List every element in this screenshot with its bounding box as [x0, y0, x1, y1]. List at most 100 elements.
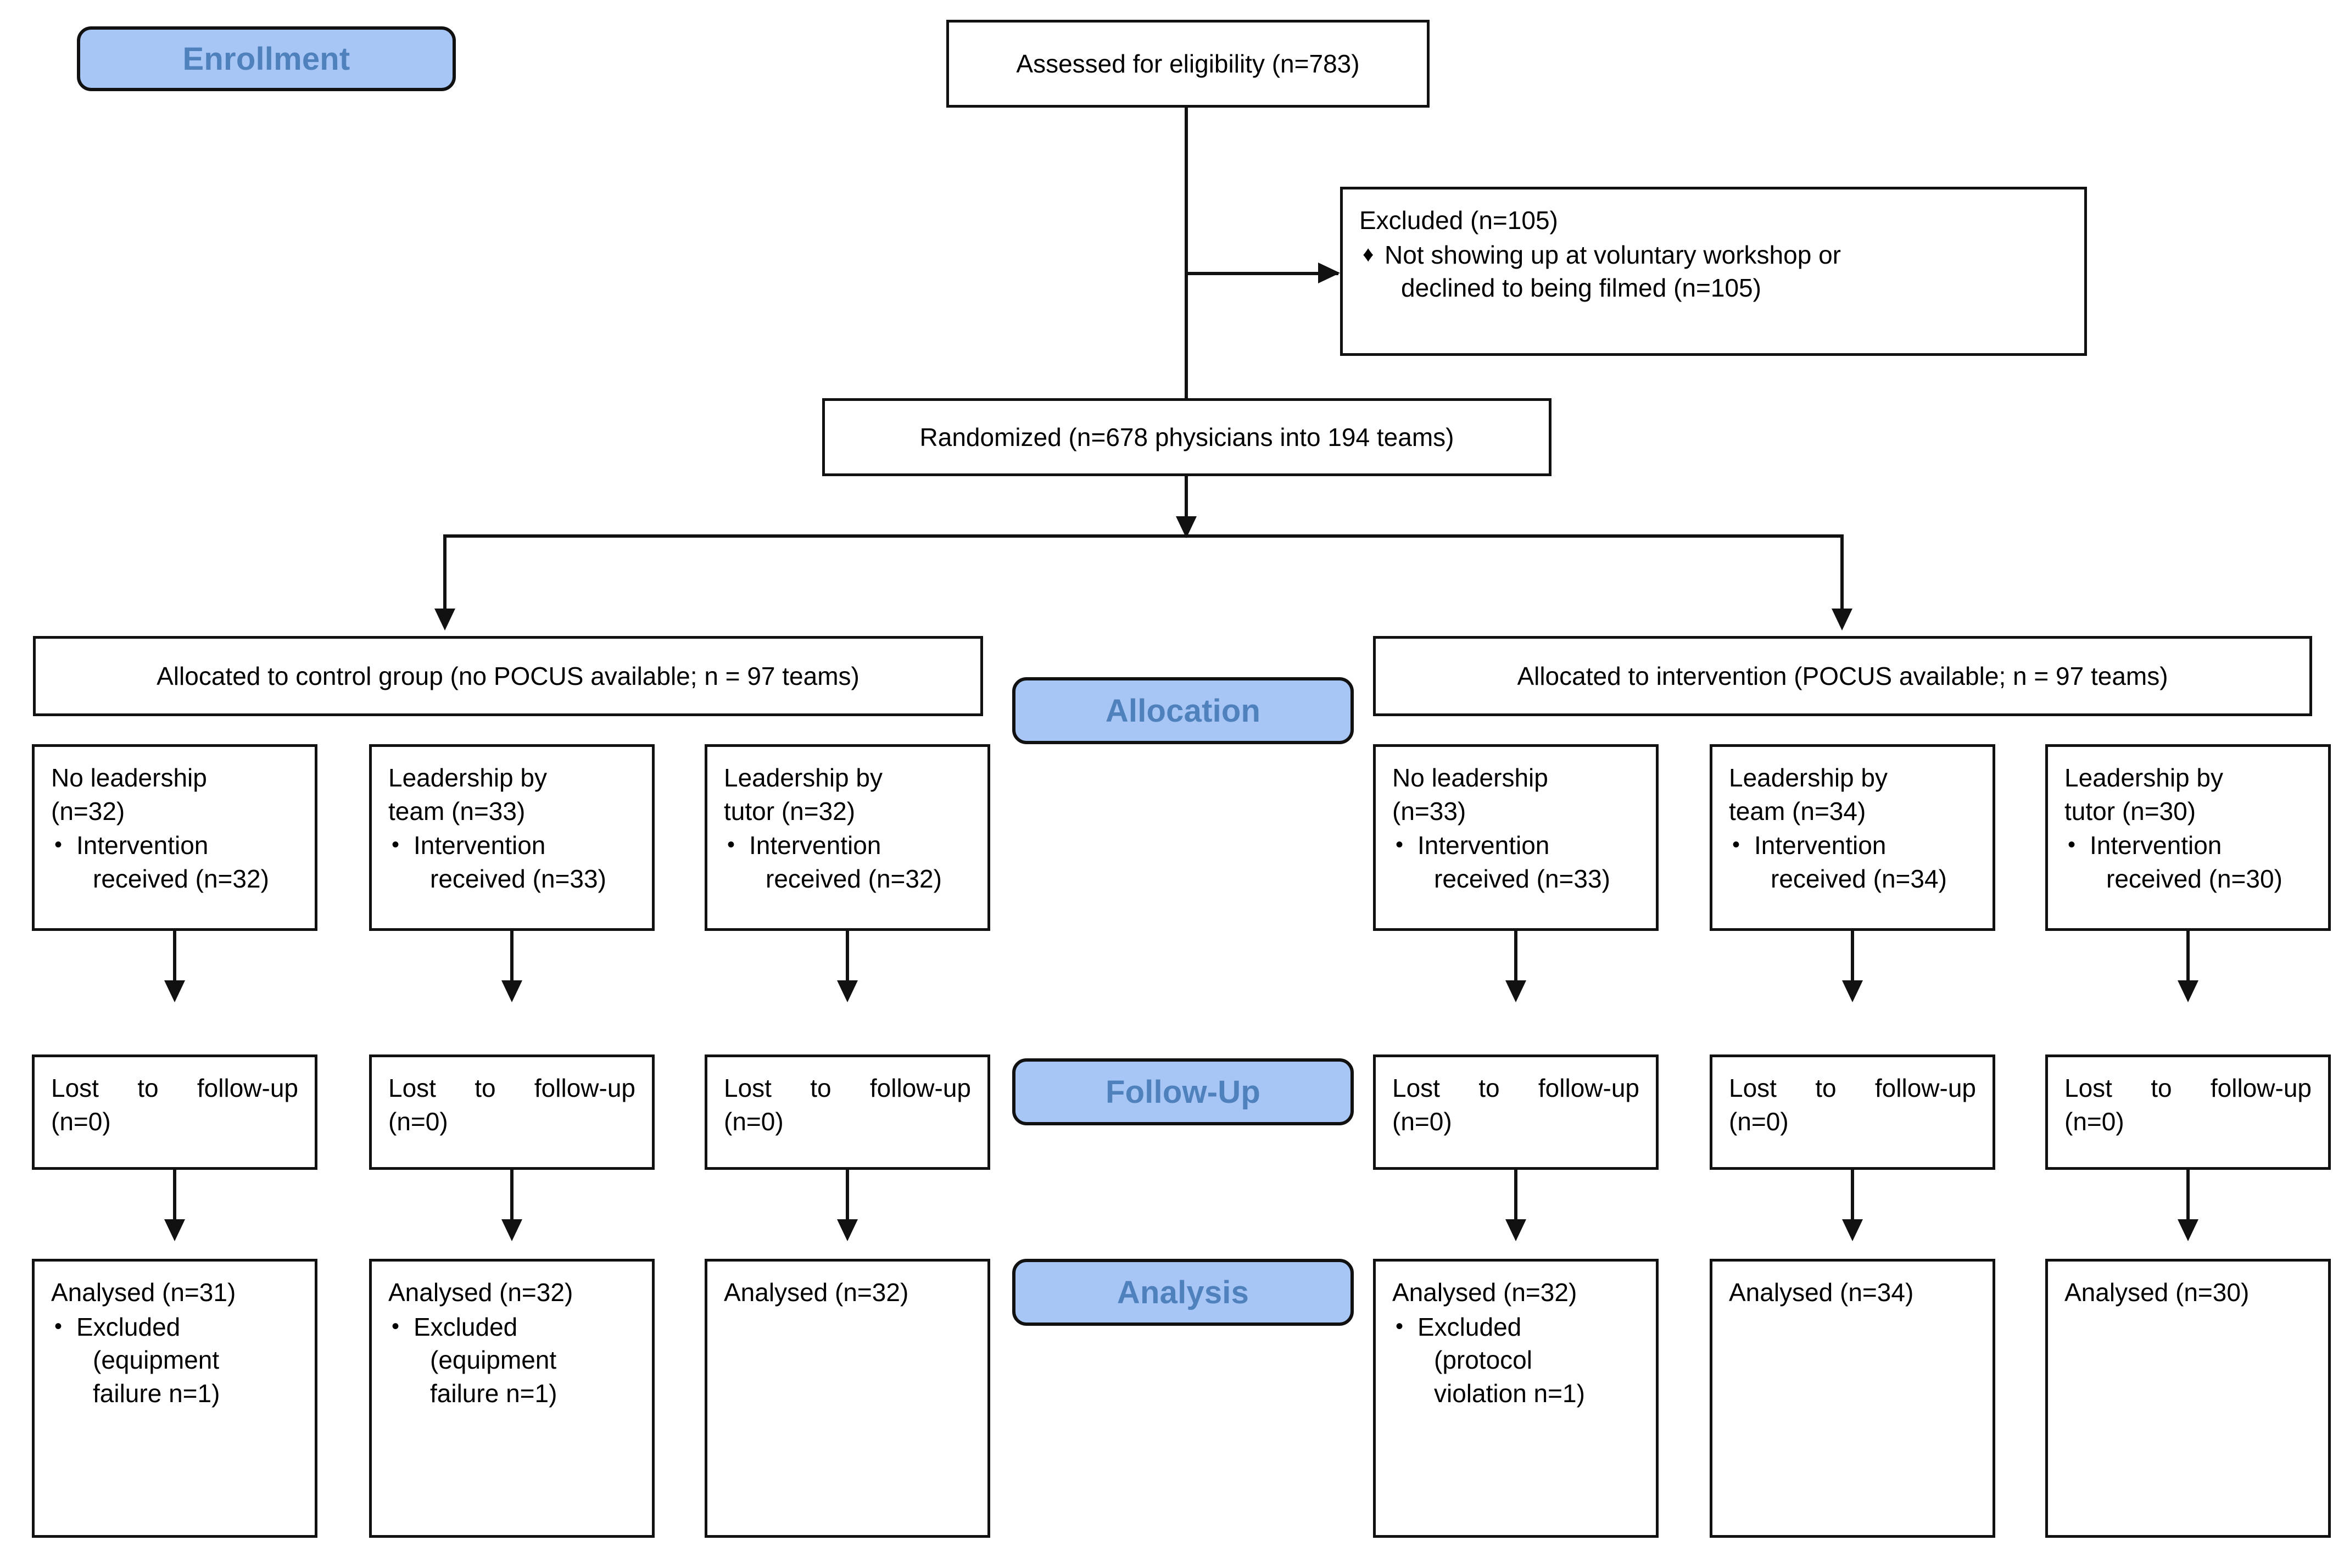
- randomized-box: Randomized (n=678 physicians into 194 te…: [822, 398, 1551, 476]
- arm-received-item: • Intervention received (n=32): [51, 829, 298, 895]
- round-bullet-icon: •: [1732, 833, 1740, 857]
- arm-box-allocation: Leadership by tutor (n=32) • Interventio…: [705, 744, 990, 931]
- analysed-text: Analysed (n=34): [1729, 1278, 1914, 1307]
- arm-box-allocation: Leadership by team (n=33) • Intervention…: [369, 744, 655, 931]
- analysis-excluded-line-1: Excluded: [76, 1312, 181, 1341]
- stage-pill-enrollment: Enrollment: [77, 26, 456, 91]
- analysis-excluded-line-3: failure n=1): [93, 1379, 220, 1408]
- arm-box-analysis: Analysed (n=30): [2045, 1259, 2331, 1538]
- arm-title-line-2: tutor (n=30): [2064, 796, 2196, 825]
- arm-received-line-1: Intervention: [749, 831, 881, 860]
- analysis-excluded-item: • Excluded (equipment failure n=1): [51, 1310, 298, 1410]
- arrow-followup-to-analysis: [837, 1219, 858, 1241]
- lost-to-followup-value: (n=0): [388, 1107, 448, 1136]
- analysed-text: Analysed (n=31): [51, 1278, 236, 1307]
- stage-pill-followup-label: Follow-Up: [1105, 1074, 1261, 1110]
- analysis-excluded-line-3: violation n=1): [1434, 1379, 1585, 1408]
- round-bullet-icon: •: [1396, 833, 1404, 857]
- arm-received-line-2: received (n=30): [2106, 864, 2282, 894]
- allocated-control-text: Allocated to control group (no POCUS ava…: [157, 661, 860, 690]
- connector-followup-to-analysis: [846, 1170, 849, 1236]
- arm-received-line-1: Intervention: [1754, 831, 1887, 860]
- arm-title-line-1: Leadership by: [724, 763, 883, 792]
- lost-to-followup-label: Lost to follow-up: [51, 1074, 298, 1102]
- arm-title-line-1: Leadership by: [1729, 763, 1888, 792]
- analysis-excluded-list: • Excluded (equipment failure n=1): [51, 1310, 298, 1410]
- arm-title-line-2: (n=33): [1392, 796, 1466, 825]
- connector-arm-to-followup: [1514, 931, 1517, 997]
- arm-box-analysis: Analysed (n=32) • Excluded (equipment fa…: [369, 1259, 655, 1538]
- arm-box-followup: Lost to follow-up (n=0): [1373, 1054, 1659, 1170]
- lost-to-followup-label: Lost to follow-up: [1729, 1074, 1976, 1102]
- connector-assessed-to-randomized: [1185, 108, 1188, 415]
- connector-split-right: [1840, 534, 1844, 625]
- arrow-followup-to-analysis: [501, 1219, 522, 1241]
- arm-received-list: • Intervention received (n=33): [388, 829, 635, 895]
- lost-to-followup-label: Lost to follow-up: [1392, 1074, 1639, 1102]
- arm-received-line-2: received (n=32): [93, 864, 269, 894]
- excluded-reason-line-1: Not showing up at voluntary workshop or: [1385, 240, 1841, 269]
- randomized-text: Randomized (n=678 physicians into 194 te…: [919, 422, 1454, 451]
- stage-pill-allocation-label: Allocation: [1105, 693, 1261, 729]
- connector-arm-to-followup: [173, 931, 176, 997]
- arrow-arm-to-followup: [1505, 980, 1526, 1002]
- connector-randomized-down: [1185, 476, 1188, 534]
- arm-box-analysis: Analysed (n=32) • Excluded (protocol vio…: [1373, 1259, 1659, 1538]
- lost-to-followup-label: Lost to follow-up: [724, 1074, 971, 1102]
- arrow-arm-to-followup: [2178, 980, 2198, 1002]
- arm-title-line-2: tutor (n=32): [724, 796, 856, 825]
- arm-received-line-1: Intervention: [414, 831, 546, 860]
- arm-received-list: • Intervention received (n=30): [2064, 829, 2312, 895]
- arrow-followup-to-analysis: [1842, 1219, 1863, 1241]
- lost-to-followup-value: (n=0): [2064, 1107, 2124, 1136]
- excluded-title: Excluded (n=105): [1359, 206, 1558, 235]
- allocated-intervention-box: Allocated to intervention (POCUS availab…: [1373, 636, 2312, 716]
- connector-arm-to-followup: [846, 931, 849, 997]
- stage-pill-enrollment-label: Enrollment: [182, 41, 350, 77]
- diamond-bullet-icon: ♦: [1363, 242, 1374, 266]
- arm-title-line-2: team (n=33): [388, 796, 526, 825]
- round-bullet-icon: •: [392, 1314, 400, 1338]
- assessed-for-eligibility-text: Assessed for eligibility (n=783): [1016, 49, 1360, 78]
- arm-title-line-1: No leadership: [1392, 763, 1548, 792]
- analysis-excluded-item: • Excluded (protocol violation n=1): [1392, 1310, 1639, 1410]
- round-bullet-icon: •: [727, 833, 735, 857]
- excluded-reason-line-2: declined to being filmed (n=105): [1401, 274, 1761, 303]
- arm-title-line-2: team (n=34): [1729, 796, 1866, 825]
- excluded-box: Excluded (n=105) ♦ Not showing up at vol…: [1340, 187, 2087, 356]
- excluded-reason-item: ♦ Not showing up at voluntary workshop o…: [1359, 238, 2068, 305]
- arrow-arm-to-followup: [837, 980, 858, 1002]
- arm-received-item: • Intervention received (n=33): [1392, 829, 1639, 895]
- arm-box-followup: Lost to follow-up (n=0): [32, 1054, 317, 1170]
- arm-box-followup: Lost to follow-up (n=0): [2045, 1054, 2331, 1170]
- arm-received-item: • Intervention received (n=33): [388, 829, 635, 895]
- arm-box-allocation: Leadership by team (n=34) • Intervention…: [1710, 744, 1995, 931]
- arm-received-item: • Intervention received (n=30): [2064, 829, 2312, 895]
- arm-received-item: • Intervention received (n=32): [724, 829, 971, 895]
- arm-received-line-2: received (n=33): [430, 864, 606, 894]
- connector-followup-to-analysis: [1851, 1170, 1854, 1236]
- arm-received-line-1: Intervention: [1417, 831, 1550, 860]
- analysis-excluded-line-2: (equipment: [93, 1346, 220, 1375]
- stage-pill-followup: Follow-Up: [1012, 1058, 1354, 1125]
- arm-box-analysis: Analysed (n=34): [1710, 1259, 1995, 1538]
- analysis-excluded-list: • Excluded (protocol violation n=1): [1392, 1310, 1639, 1410]
- analysis-excluded-line-1: Excluded: [1417, 1312, 1522, 1341]
- arrow-followup-to-analysis: [164, 1219, 185, 1241]
- arm-received-line-1: Intervention: [2090, 831, 2222, 860]
- arm-box-allocation: Leadership by tutor (n=30) • Interventio…: [2045, 744, 2331, 931]
- arrow-arm-to-followup: [1842, 980, 1863, 1002]
- analysis-excluded-line-1: Excluded: [414, 1312, 518, 1341]
- connector-split-left: [443, 534, 447, 625]
- round-bullet-icon: •: [1396, 1314, 1404, 1338]
- analysed-text: Analysed (n=32): [1392, 1278, 1577, 1307]
- round-bullet-icon: •: [54, 1314, 63, 1338]
- connector-arm-to-followup: [2186, 931, 2190, 997]
- arm-box-analysis: Analysed (n=32): [705, 1259, 990, 1538]
- arm-received-line-1: Intervention: [76, 831, 209, 860]
- lost-to-followup-value: (n=0): [51, 1107, 111, 1136]
- lost-to-followup-value: (n=0): [1392, 1107, 1452, 1136]
- arm-title-line-1: Leadership by: [2064, 763, 2223, 792]
- arm-received-list: • Intervention received (n=32): [51, 829, 298, 895]
- arrow-to-excluded: [1318, 263, 1340, 283]
